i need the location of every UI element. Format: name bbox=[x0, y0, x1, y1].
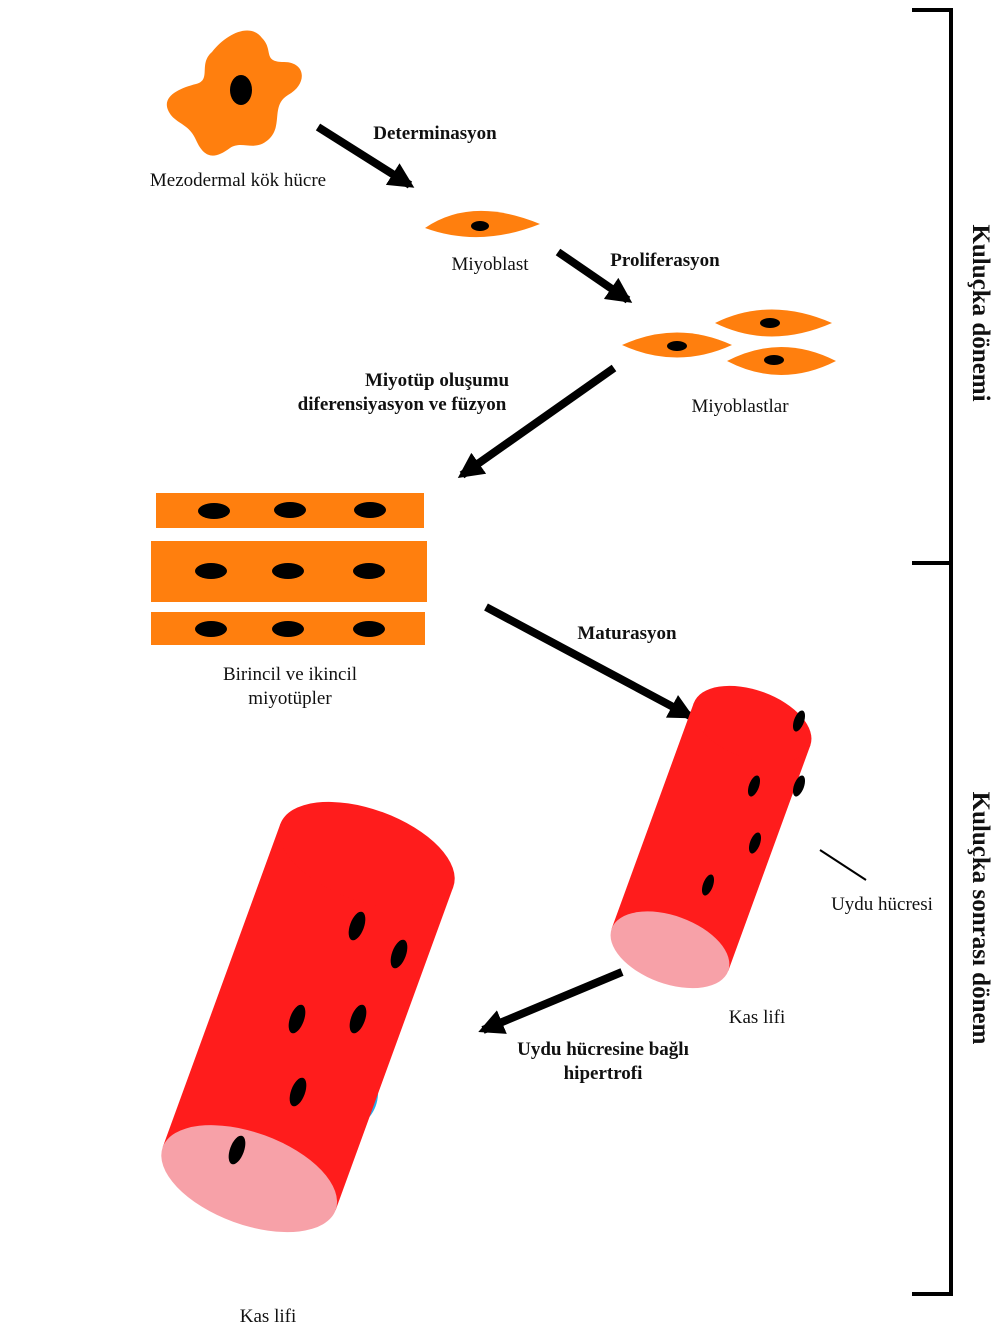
incubation-phase-label: Kuluçka dönemi bbox=[967, 224, 994, 401]
post-hatch-bracket bbox=[912, 563, 953, 1296]
hypertrophy-label-1: Uydu hücresine bağlı bbox=[517, 1039, 689, 1060]
determination-label: Determinasyon bbox=[373, 123, 497, 144]
stem-cell-label: Mezodermal kök hücre bbox=[150, 170, 326, 191]
myoblast-label: Miyoblast bbox=[451, 254, 529, 275]
maturation-label: Maturasyon bbox=[577, 623, 677, 644]
myoblast-cell bbox=[425, 210, 540, 238]
muscle-fiber-large-label: Kas lifi bbox=[240, 1306, 296, 1327]
proliferation-arrow bbox=[555, 248, 633, 304]
muscle-fiber-small bbox=[610, 685, 812, 989]
myotubes-label-2: miyotüpler bbox=[248, 688, 332, 709]
myoblasts-label: Miyoblastlar bbox=[691, 396, 789, 417]
myotube-formation-arrow bbox=[457, 364, 617, 479]
satellite-cell-pointer bbox=[819, 849, 867, 881]
satellite-cell-label: Uydu hücresi bbox=[831, 894, 933, 915]
myoblasts-cluster bbox=[622, 309, 836, 375]
incubation-bracket bbox=[912, 8, 953, 565]
muscle-fiber-large bbox=[161, 801, 455, 1233]
determination-arrow bbox=[315, 123, 415, 189]
myotube-formation-label-1: Miyotüp oluşumu bbox=[365, 370, 510, 391]
maturation-arrow bbox=[484, 603, 695, 720]
post-hatch-phase-label: Kuluçka sonrası dönem bbox=[967, 792, 994, 1045]
mesodermal-stem-cell bbox=[166, 30, 302, 156]
muscle-fiber-small-label: Kas lifi bbox=[729, 1007, 785, 1028]
myotube-formation-label-2: diferensiyasyon ve füzyon bbox=[298, 394, 507, 415]
myotubes bbox=[151, 493, 427, 645]
hypertrophy-label-2: hipertrofi bbox=[564, 1063, 643, 1084]
proliferation-label: Proliferasyon bbox=[610, 250, 720, 271]
hypertrophy-arrow bbox=[478, 968, 624, 1034]
myotubes-label-1: Birincil ve ikincil bbox=[223, 664, 357, 685]
